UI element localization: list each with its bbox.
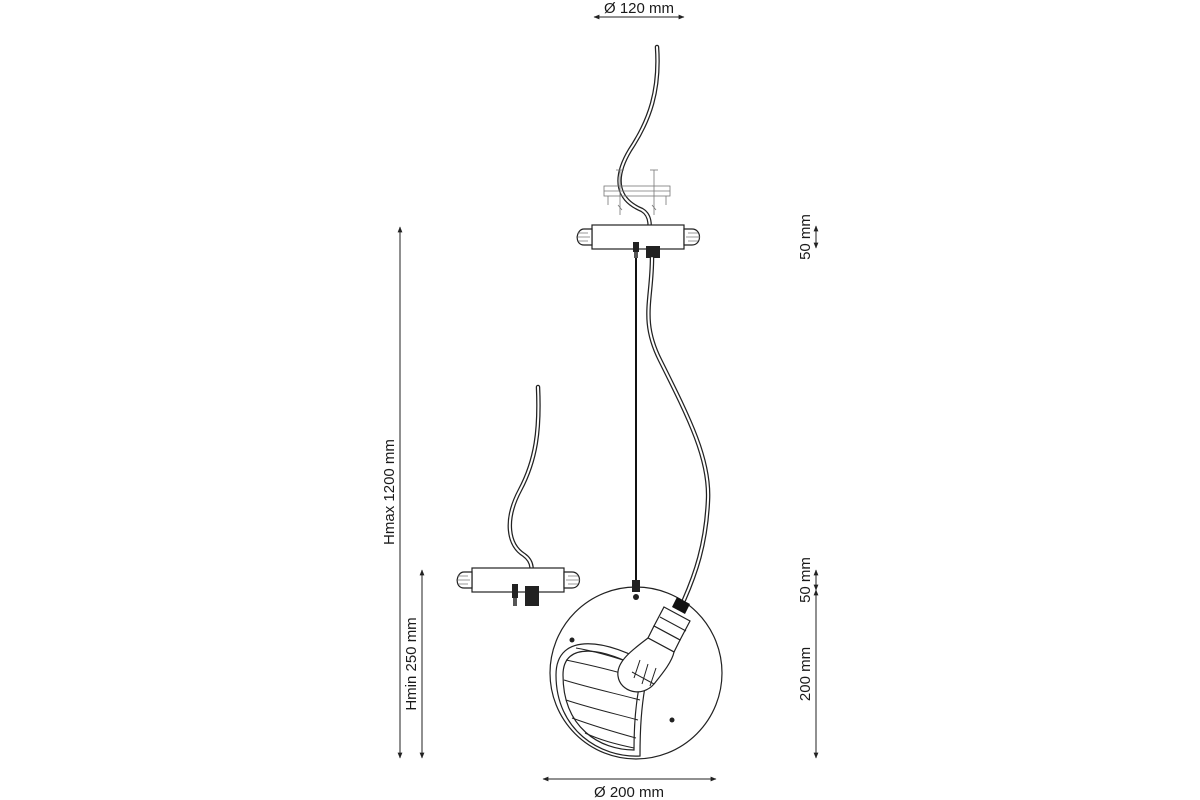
canopy-diameter-label: Ø 120 mm bbox=[604, 0, 674, 17]
lamp-holder bbox=[647, 597, 691, 653]
canopy-height-dimension: 50 mm bbox=[797, 214, 819, 260]
shade-diameter-dimension: Ø 200 mm bbox=[542, 776, 717, 800]
canopy-height-label: 50 mm bbox=[797, 214, 814, 260]
short-pendant-cable bbox=[507, 384, 541, 583]
ceiling-canopy bbox=[576, 224, 701, 258]
hmax-label: Hmax 1200 mm bbox=[381, 439, 398, 545]
canopy-diameter-dimension: Ø 120 mm bbox=[593, 0, 685, 20]
mounting-bracket bbox=[603, 169, 671, 215]
hmin-dimension: Hmin 250 mm bbox=[403, 569, 425, 759]
hmin-label: Hmin 250 mm bbox=[403, 617, 420, 710]
holder-height-dimension: 50 mm bbox=[797, 557, 819, 603]
filament-bulb bbox=[617, 637, 675, 693]
shade-height-dimension: 200 mm bbox=[797, 589, 819, 759]
hmax-dimension: Hmax 1200 mm bbox=[381, 226, 403, 759]
power-cord bbox=[646, 255, 711, 603]
shade-height-label: 200 mm bbox=[797, 647, 814, 701]
supply-cable bbox=[617, 44, 660, 243]
holder-height-label: 50 mm bbox=[797, 557, 814, 603]
short-pendant-canopy bbox=[456, 567, 581, 606]
shade-diameter-label: Ø 200 mm bbox=[594, 784, 664, 800]
